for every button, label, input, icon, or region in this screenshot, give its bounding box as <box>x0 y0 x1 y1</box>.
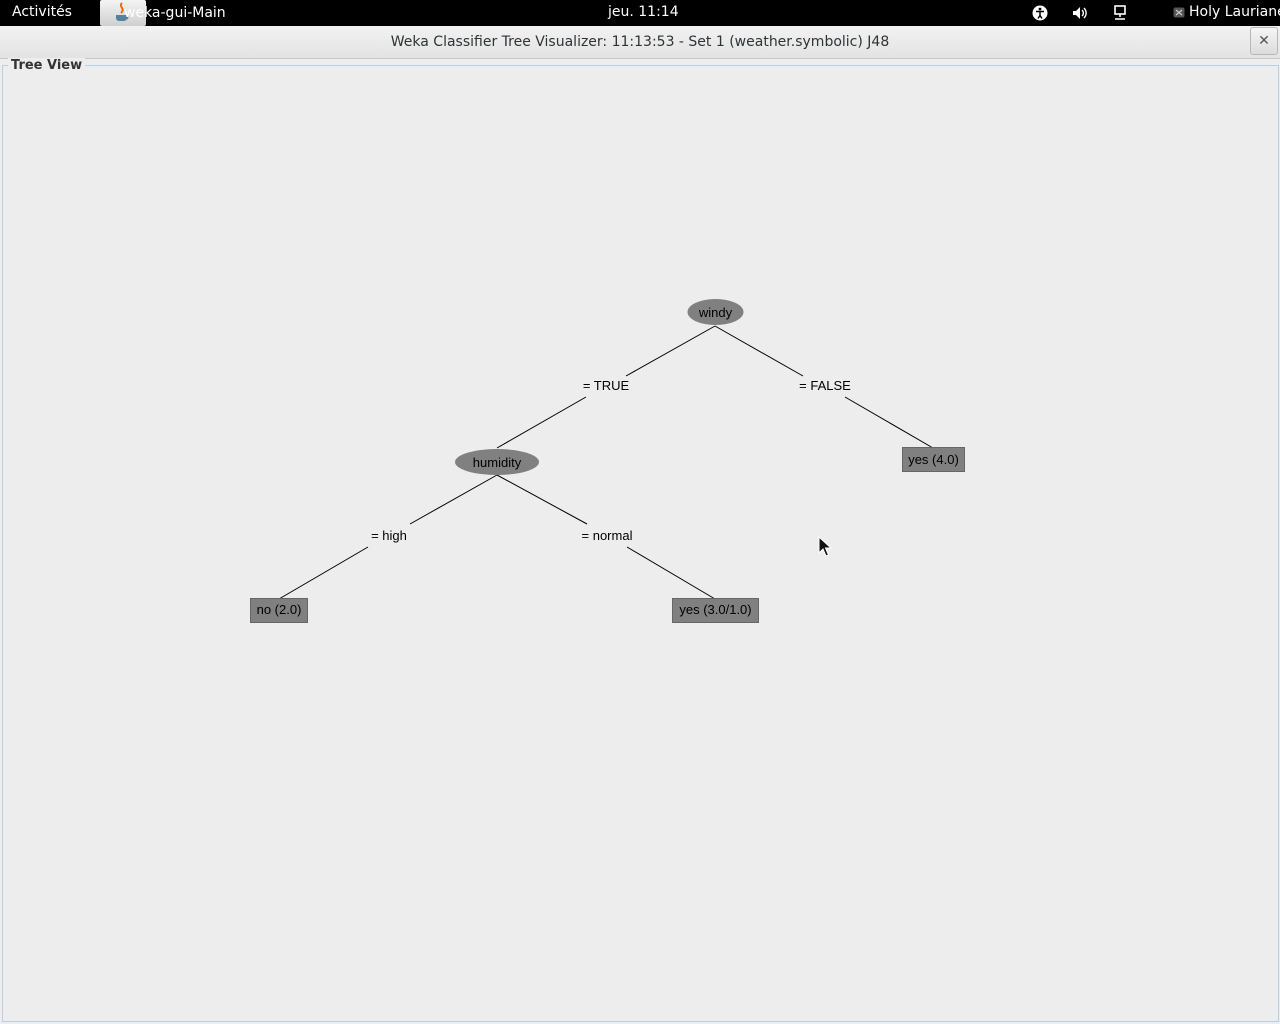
user-menu[interactable]: Holy Lauriane <box>1173 4 1280 20</box>
mouse-pointer-icon <box>818 536 832 557</box>
edge-high-leaf <box>278 546 369 600</box>
tree-leaf-yes-3-1[interactable]: yes (3.0/1.0) <box>672 598 759 623</box>
activities-button[interactable]: Activités <box>12 4 72 20</box>
accessibility-icon[interactable] <box>1032 5 1048 21</box>
branch-label-normal: = normal <box>582 528 633 543</box>
panel-title: Tree View <box>8 58 86 73</box>
leaf-label: no (2.0) <box>257 602 302 617</box>
decision-tree-canvas[interactable]: windy = TRUE = FALSE humidity yes (4.0) … <box>0 26 1280 1024</box>
edge-humidity-high <box>409 474 498 525</box>
tree-visualizer-window: Weka Classifier Tree Visualizer: 11:13:5… <box>0 26 1280 1024</box>
edge-windy-true <box>625 325 716 377</box>
leaf-label: yes (4.0) <box>908 452 959 467</box>
close-window-button[interactable]: ✕ <box>1250 27 1278 55</box>
node-label: windy <box>698 305 733 320</box>
edge-windy-false <box>714 325 804 377</box>
window-titlebar[interactable]: Weka Classifier Tree Visualizer: 11:13:5… <box>0 26 1280 59</box>
tree-view-panel: Tree View <box>2 58 1279 1022</box>
network-icon[interactable] <box>1112 5 1128 21</box>
window-title: Weka Classifier Tree Visualizer: 11:13:5… <box>390 34 890 50</box>
app-name: weka-gui-Main <box>124 5 226 21</box>
branch-label-true: = TRUE <box>583 378 630 393</box>
tree-node-windy[interactable]: windy <box>687 299 744 325</box>
app-menu[interactable]: weka-gui-Main <box>100 0 226 26</box>
edge-normal-leaf <box>626 546 716 600</box>
user-status-icon <box>1173 7 1185 17</box>
tree-leaf-no-2[interactable]: no (2.0) <box>250 598 308 623</box>
leaf-label: yes (3.0/1.0) <box>679 602 751 617</box>
java-app-icon <box>100 0 146 26</box>
edge-false-leaf <box>844 396 934 449</box>
close-icon: ✕ <box>1258 33 1270 49</box>
node-label: humidity <box>473 455 522 470</box>
user-name: Holy Lauriane <box>1189 4 1280 20</box>
top-bar: Activités weka-gui-Main jeu. 11:14 <box>0 0 1280 26</box>
volume-icon[interactable] <box>1072 5 1088 21</box>
branch-label-false: = FALSE <box>799 378 851 393</box>
tree-node-humidity[interactable]: humidity <box>455 449 539 475</box>
branch-label-high: = high <box>371 528 407 543</box>
tree-leaf-yes-4[interactable]: yes (4.0) <box>902 447 965 472</box>
edge-humidity-normal <box>496 474 588 525</box>
edge-true-humidity <box>496 396 587 449</box>
tree-edges <box>278 325 934 600</box>
clock[interactable]: jeu. 11:14 <box>608 4 679 20</box>
